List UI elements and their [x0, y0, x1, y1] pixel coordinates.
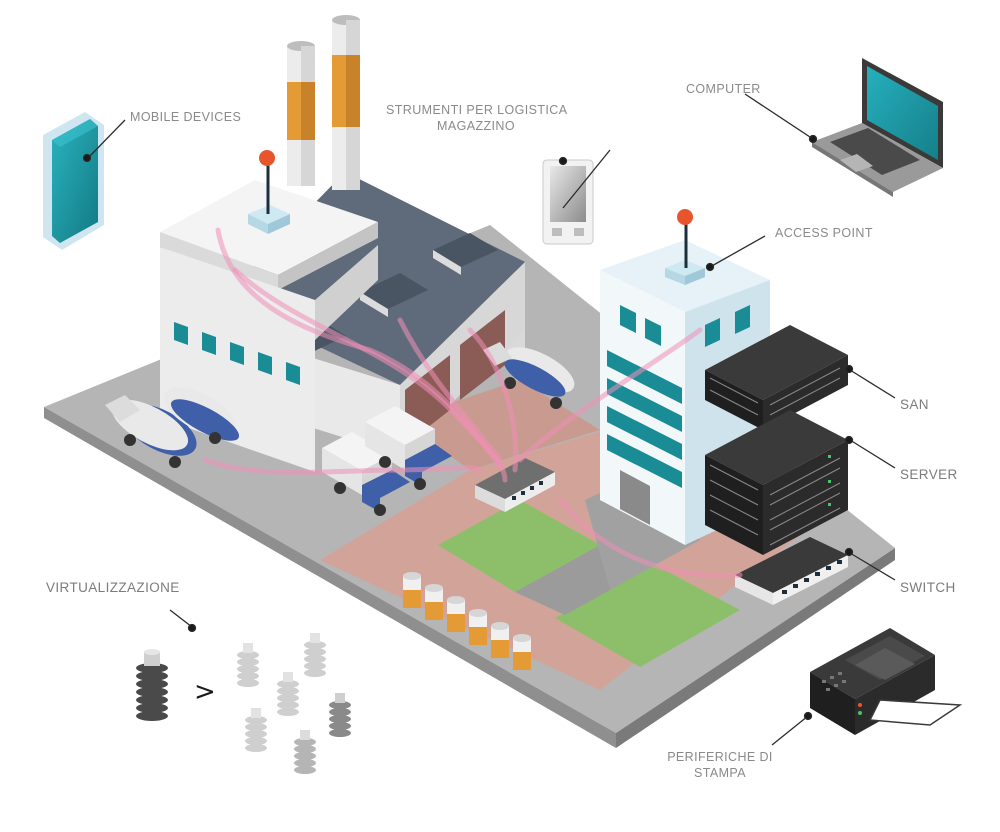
box-truck-right: [365, 406, 452, 490]
access-point-label: ACCESS POINT: [775, 226, 873, 240]
virtual-instances-icon: [237, 633, 351, 774]
factory-windows: [174, 322, 300, 385]
chimney-right: [332, 15, 360, 190]
printers-label-line2: STAMPA: [694, 766, 746, 780]
barrel: [469, 609, 487, 645]
tanker-truck-second: [163, 387, 240, 444]
switch-label: SWITCH: [900, 580, 956, 595]
virtualization-label: VIRTUALIZZAZIONE: [46, 580, 180, 595]
chimney-left: [287, 41, 315, 186]
printers-label-line1: PERIFERICHE DI: [667, 750, 773, 764]
tanker-truck-yard: [483, 342, 575, 409]
virtualization-arrow-icon: >: [194, 677, 216, 707]
logistics-tools-label: STRUMENTI PER LOGISTICA MAGAZZINO: [386, 102, 568, 134]
barrel: [403, 572, 421, 608]
yard-switch-icon: [475, 458, 555, 512]
mobile-devices-label: MOBILE DEVICES: [130, 110, 242, 124]
access-point-ball-icon: [677, 209, 693, 225]
san-label: SAN: [900, 397, 929, 412]
server-rack-icon: [705, 410, 848, 555]
office-tower: [600, 209, 770, 545]
barrel: [425, 584, 443, 620]
server-label: SERVER: [900, 467, 958, 482]
wifi-signal-paths: [202, 227, 743, 579]
san-rack-icon: [705, 325, 848, 430]
antenna-ball-icon: [259, 150, 275, 166]
printer-icon: [810, 628, 963, 735]
tower-windows: [607, 305, 750, 488]
grass-area: [438, 500, 740, 667]
printers-label: PERIFERICHE DI STAMPA: [660, 749, 780, 781]
mobile-device-icon: [43, 112, 104, 250]
barrels-group: [403, 572, 531, 670]
barrel: [491, 622, 509, 658]
logistics-label-line1: STRUMENTI PER LOGISTICA: [386, 103, 568, 117]
laptop-icon: [812, 58, 943, 197]
barrel: [513, 634, 531, 670]
barrel: [447, 596, 465, 632]
virtualization-stack-icon: [136, 649, 168, 721]
switch-device-icon: [735, 537, 848, 605]
computer-label: COMPUTER: [686, 82, 761, 96]
tanker-truck-left: [105, 395, 197, 468]
handheld-terminal-icon: [542, 159, 594, 245]
logistics-label-line2: MAGAZZINO: [437, 119, 515, 133]
leader-lines: [82, 93, 896, 746]
